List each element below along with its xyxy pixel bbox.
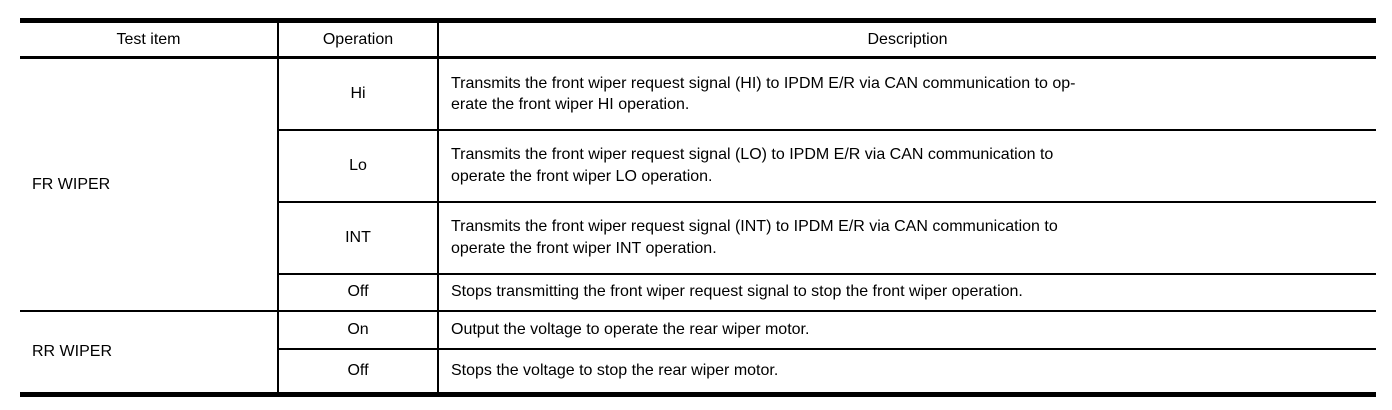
table-row: Off Stops transmitting the front wiper r…	[20, 272, 1376, 311]
cell-description-hi: Transmits the front wiper request signal…	[451, 74, 1076, 113]
cell-description-off-rr: Stops the voltage to stop the rear wiper…	[438, 347, 1376, 395]
cell-test-item-rr-wiper: RR WIPER	[20, 309, 278, 395]
table-row: Off Stops the voltage to stop the rear w…	[20, 347, 1376, 395]
cell-description-lo: Transmits the front wiper request signal…	[438, 128, 1376, 202]
table-row: Lo Transmits the front wiper request sig…	[20, 128, 1376, 202]
header-test-item: Test item	[20, 20, 278, 59]
header-description: Description	[438, 20, 1376, 59]
table-row: INT Transmits the front wiper request si…	[20, 200, 1376, 274]
header-operation: Operation	[277, 20, 439, 59]
cell-operation-off-fr: Off	[277, 272, 439, 311]
table-row: RR WIPER On Output the voltage to operat…	[20, 309, 1376, 395]
table-row: FR WIPER Hi Transmits the front wiper re…	[20, 57, 1376, 193]
table-header-row: Test item Operation Description	[20, 20, 1376, 59]
cell-operation-int: INT	[277, 200, 439, 274]
wiper-consult-test-table: Test item Operation Description FR WIPER…	[20, 18, 1376, 397]
cell-description-on-rr: Output the voltage to operate the rear w…	[438, 309, 1376, 349]
cell-description-off-fr: Stops transmitting the front wiper reque…	[438, 272, 1376, 311]
cell-description-int: Transmits the front wiper request signal…	[438, 200, 1376, 274]
cell-operation-hi: Hi	[277, 57, 439, 130]
cell-operation-on-rr: On	[277, 309, 439, 349]
cell-test-item-fr-wiper: FR WIPER	[32, 175, 111, 193]
cell-operation-lo: Lo	[277, 128, 439, 202]
cell-operation-off-rr: Off	[277, 347, 439, 395]
